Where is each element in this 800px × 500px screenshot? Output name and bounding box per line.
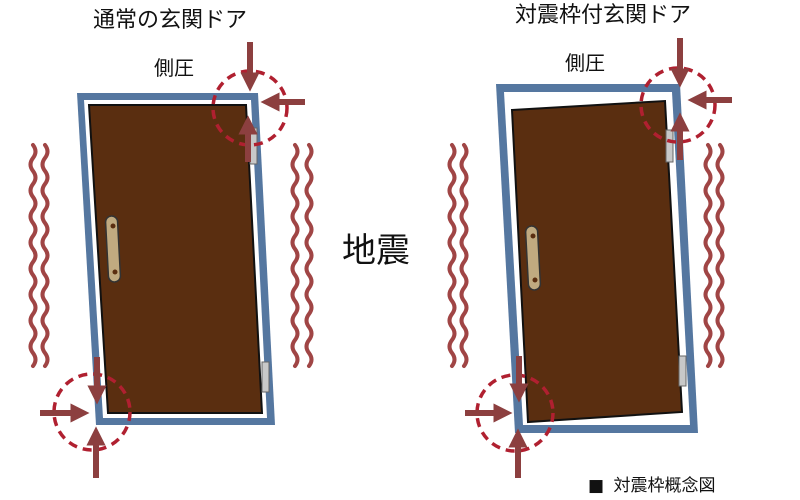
hinge [261,361,270,393]
quake-wave-icon [459,143,469,368]
door-leaf [510,99,684,424]
quake-wave-icon [703,143,713,368]
quake-wave-icon [28,143,38,368]
dashed-circle-icon [475,373,555,453]
hinge [678,355,687,387]
normal-door-title: 通常の玄関ドア [93,8,247,33]
earthquake-label: 地震 [342,231,410,271]
quake-waves [28,143,725,368]
door-handle [104,215,122,283]
caption-marker-icon: ■ [588,476,604,496]
quake-wave-icon [290,143,300,368]
seismic-door-figure [496,84,698,433]
side-pressure-label-right: 側圧 [565,51,605,75]
caption-text: 対震枠概念図 [613,475,715,496]
quake-wave-icon [304,143,314,368]
caption: ■ 対震枠概念図 [588,475,715,496]
side-pressure-label-left: 側圧 [154,56,194,80]
normal-door-figure [77,93,275,425]
quake-wave-icon [40,143,50,368]
dashed-circle-icon [211,69,289,147]
seismic-door-title: 対震枠付玄関ドア [515,3,691,28]
door-handle [524,225,542,291]
quake-wave-icon [447,143,457,368]
quake-wave-icon [715,143,725,368]
hinge [665,129,674,163]
door-leaf [87,104,264,414]
dashed-circle-icon [639,66,717,144]
dashed-circle-icon [52,372,132,452]
